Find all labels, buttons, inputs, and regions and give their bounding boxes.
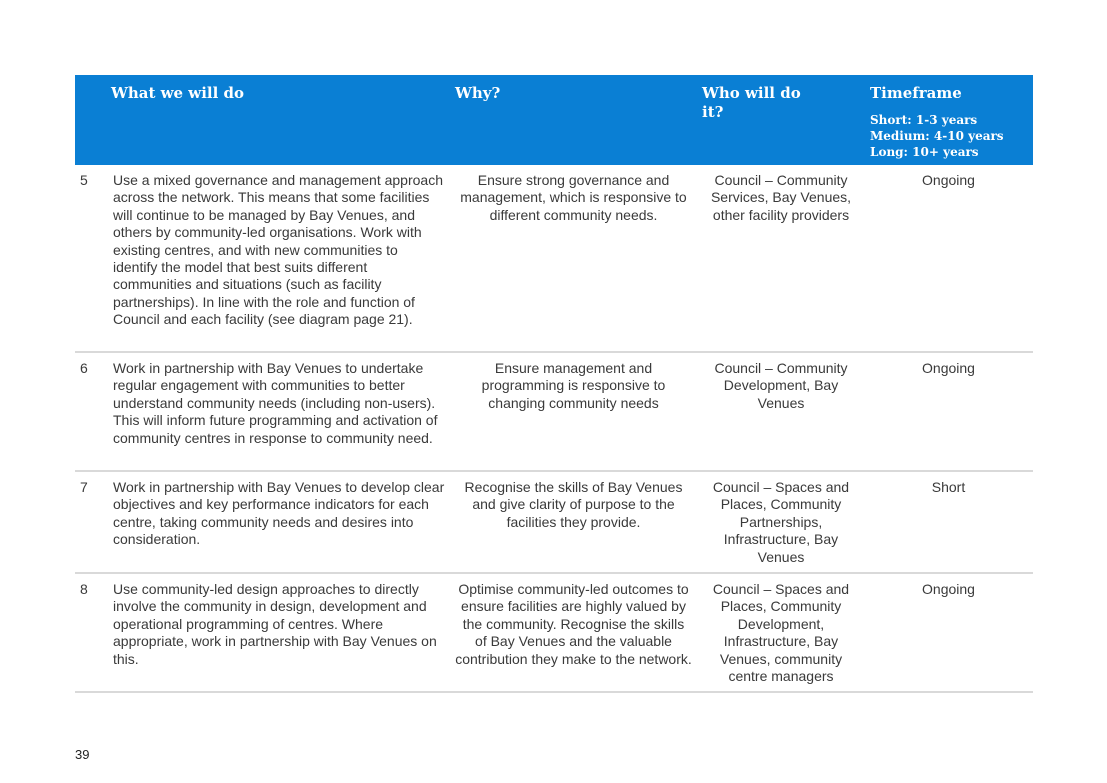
table-row: 8 Use community-led design approaches to…: [75, 574, 1033, 693]
row-number: 7: [80, 479, 88, 495]
action-table: What we will do Why? Who will do it? Tim…: [75, 75, 1033, 693]
row-number: 5: [80, 172, 88, 188]
row-timeframe: Ongoing: [922, 360, 975, 376]
row-why: Optimise community-led outcomes to ensur…: [455, 581, 692, 667]
timeframe-legend: Short: 1-3 years Medium: 4-10 years Long…: [870, 112, 1004, 160]
row-timeframe: Ongoing: [922, 581, 975, 597]
timeframe-long: Long: 10+ years: [870, 145, 979, 159]
row-number: 8: [80, 581, 88, 597]
row-who: Council – Spaces and Places, Community P…: [712, 479, 850, 565]
row-number: 6: [80, 360, 88, 376]
timeframe-medium: Medium: 4-10 years: [870, 129, 1004, 143]
timeframe-short: Short: 1-3 years: [870, 113, 978, 127]
row-what: Work in partnership with Bay Venues to d…: [113, 479, 445, 548]
header-what: What we will do: [111, 84, 245, 102]
row-what: Use a mixed governance and management ap…: [113, 172, 443, 328]
row-timeframe: Short: [931, 479, 966, 495]
row-what: Use community-led design approaches to d…: [113, 581, 437, 667]
row-why: Ensure management and programming is res…: [481, 360, 666, 411]
row-why: Ensure strong governance and management,…: [460, 172, 687, 223]
table-header: What we will do Why? Who will do it? Tim…: [75, 75, 1033, 165]
header-timeframe-title: Timeframe: [870, 84, 962, 102]
row-why: Recognise the skills of Bay Venues and g…: [464, 479, 683, 530]
row-timeframe: Ongoing: [922, 172, 975, 188]
row-what: Work in partnership with Bay Venues to u…: [113, 360, 438, 446]
row-who: Council – Spaces and Places, Community D…: [712, 581, 850, 685]
table-row: 6 Work in partnership with Bay Venues to…: [75, 353, 1033, 472]
table-row: 7 Work in partnership with Bay Venues to…: [75, 472, 1033, 574]
page-number: 39: [75, 747, 90, 762]
header-timeframe: Timeframe Short: 1-3 years Medium: 4-10 …: [870, 84, 1004, 160]
header-who: Who will do it?: [702, 84, 801, 121]
row-who: Council – Community Development, Bay Ven…: [714, 360, 848, 411]
table-row: 5 Use a mixed governance and management …: [75, 165, 1033, 353]
row-who: Council – Community Services, Bay Venues…: [710, 172, 852, 223]
header-why: Why?: [455, 84, 501, 102]
